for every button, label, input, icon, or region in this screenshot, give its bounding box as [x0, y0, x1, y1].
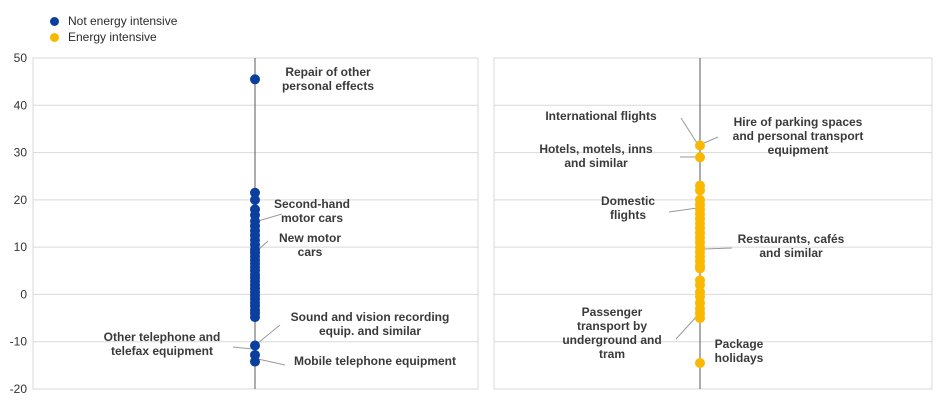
data-point	[695, 263, 705, 274]
data-point	[695, 140, 705, 151]
y-tick-label: 30	[14, 146, 28, 160]
y-tick-label: 20	[14, 193, 28, 207]
legend-marker-yellow	[50, 32, 59, 42]
annotation-leader-line	[675, 315, 698, 340]
legend-item-not-energy-intensive: Not energy intensive	[50, 13, 177, 29]
y-tick-label: 50	[14, 51, 28, 65]
data-point	[250, 74, 260, 85]
annotation-leader-line	[232, 346, 253, 350]
legend-marker-blue	[50, 16, 59, 26]
data-point	[695, 185, 705, 196]
plot-frame	[493, 57, 933, 390]
data-point	[695, 357, 705, 368]
data-point	[250, 187, 260, 198]
data-point	[250, 312, 260, 323]
legend: Not energy intensive Energy intensive	[50, 13, 177, 45]
annotation-leader-line	[668, 207, 698, 213]
y-tick-label: -10	[10, 335, 28, 349]
data-point	[250, 340, 260, 351]
data-point	[250, 356, 260, 367]
annotation-leader-line	[680, 117, 698, 144]
data-point	[695, 152, 705, 163]
annotation-label: International flights	[545, 109, 657, 123]
annotation-leader-line	[703, 247, 733, 250]
data-point	[250, 194, 260, 205]
y-tick-label: 40	[14, 98, 28, 112]
data-point	[695, 279, 705, 290]
annotation-leader-line	[703, 136, 719, 144]
y-tick-label: 0	[20, 287, 27, 301]
y-tick-label: 10	[14, 240, 28, 254]
annotation-leader-line	[257, 213, 283, 222]
legend-item-energy-intensive: Energy intensive	[50, 29, 177, 45]
annotation-leader-line	[257, 358, 286, 366]
data-point	[695, 313, 705, 324]
legend-label: Energy intensive	[68, 30, 157, 44]
legend-label: Not energy intensive	[68, 14, 178, 28]
annotation-leader-line	[257, 324, 281, 344]
annotation-label: Mobile telephone equipment	[294, 354, 456, 368]
y-tick-label: -20	[10, 382, 28, 396]
